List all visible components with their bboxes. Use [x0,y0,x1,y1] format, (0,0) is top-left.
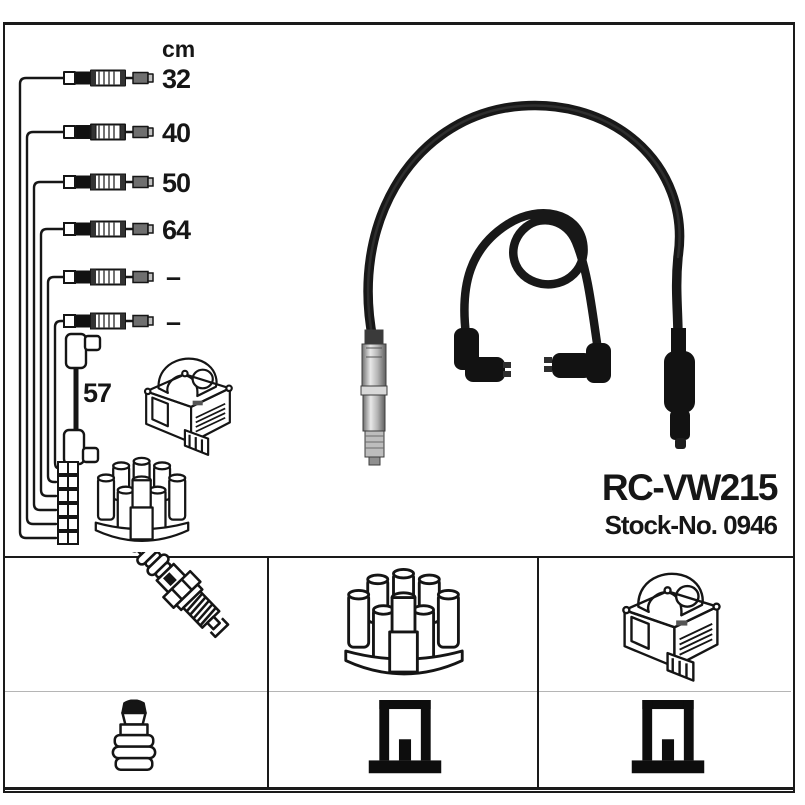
cable-schematic [18,69,155,545]
legend-table-col-divider-2 [537,556,539,790]
cable-length-label-1: 32 [162,64,191,94]
legend-table-row-divider [5,691,791,692]
cable-length-label-5: – [166,262,181,292]
legend-table-col-divider-1 [267,556,269,790]
ignition-coil-icon-legend [612,562,730,684]
unit-header: cm [162,36,196,62]
distributor-cap-icon-legend [341,567,467,693]
product-photo [360,100,695,466]
straight-boot-icon [664,328,695,449]
image-border-frame [3,22,795,793]
din-terminal-icon-right [618,700,718,774]
cable-length-label-4: 64 [162,215,191,245]
spark-plug-icon [52,552,232,702]
coil-wire-icon [62,332,102,466]
cable-length-label-6: – [166,307,181,337]
angled-boot-left-icon [454,328,511,382]
long-wire [363,100,685,345]
cable-length-label-2: 40 [162,118,191,148]
part-number: RC-VW215 [601,467,779,508]
cable-length-label-3: 50 [162,168,191,198]
din-terminal-icon-center [355,700,455,774]
angled-boot-right-icon [544,343,611,383]
legend-table-bottom-border [3,787,793,790]
stock-number: Stock-No. 0946 [604,510,778,540]
coiled-wire [460,209,603,355]
plug-terminal-icon [109,698,159,776]
coil-wire-length-label: 57 [83,378,112,408]
legend-table-top-border [3,556,793,558]
cable-icons [62,69,155,141]
distributor-cap-icon [90,456,194,556]
distributor-connectors [57,461,79,545]
ignition-coil-icon [138,348,238,458]
metal-connector-icon [360,329,388,466]
